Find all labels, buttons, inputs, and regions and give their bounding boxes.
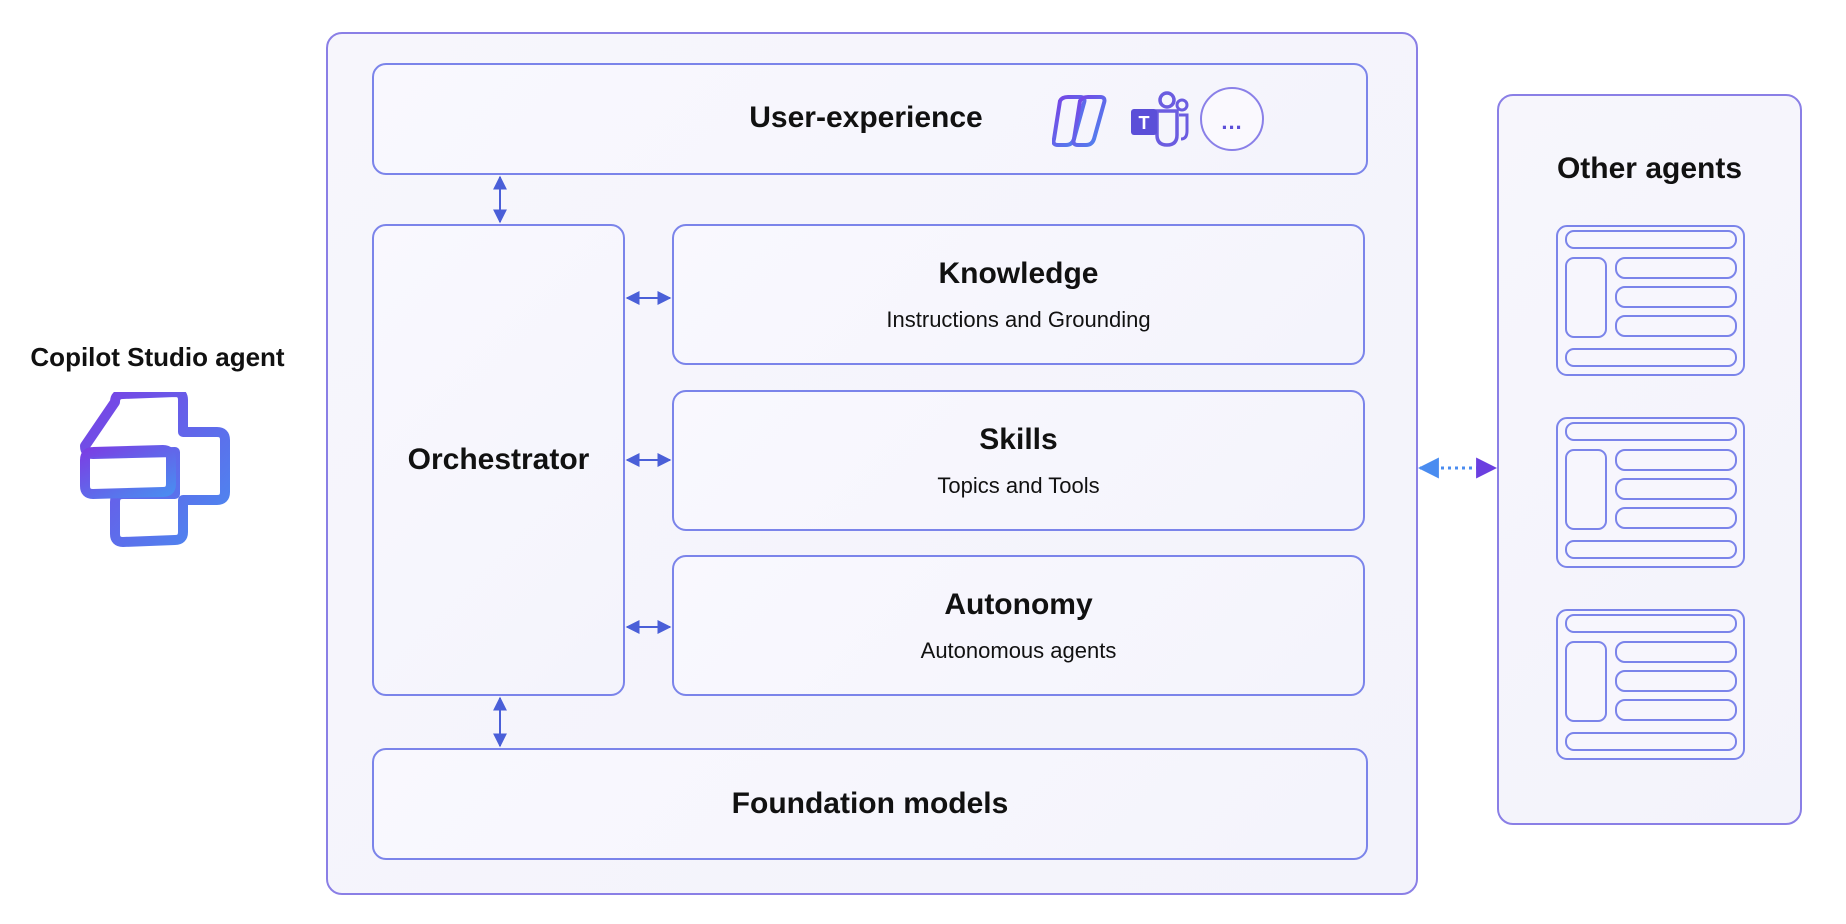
skills-title: Skills xyxy=(979,422,1058,456)
copilot-studio-agent-label: Copilot Studio agent xyxy=(30,342,285,372)
teams-icon: T xyxy=(1129,91,1189,147)
knowledge-box: Knowledge Instructions and Grounding xyxy=(672,224,1365,365)
more-label: ... xyxy=(1221,109,1243,134)
knowledge-title: Knowledge xyxy=(938,256,1099,290)
autonomy-subtitle: Autonomous agents xyxy=(920,637,1117,663)
foundation-models-box: Foundation models xyxy=(372,748,1368,860)
user-experience-box: User-experience T ... xyxy=(372,63,1368,175)
agent-card xyxy=(1556,609,1745,760)
autonomy-title: Autonomy xyxy=(944,587,1093,621)
agent-card xyxy=(1556,417,1745,568)
orchestrator-title: Orchestrator xyxy=(407,443,590,476)
skills-box: Skills Topics and Tools xyxy=(672,390,1365,531)
copilot-icon xyxy=(1051,95,1112,147)
orchestrator-box: Orchestrator xyxy=(372,224,625,696)
other-agents-title: Other agents xyxy=(1556,152,1743,185)
svg-text:T: T xyxy=(1139,113,1150,133)
more-icon: ... xyxy=(1200,87,1264,151)
foundation-models-title: Foundation models xyxy=(731,787,1009,820)
knowledge-subtitle: Instructions and Grounding xyxy=(886,306,1151,332)
agent-card xyxy=(1556,225,1745,376)
autonomy-box: Autonomy Autonomous agents xyxy=(672,555,1365,696)
user-experience-title: User-experience xyxy=(749,101,983,134)
copilot-studio-logo-icon xyxy=(75,387,245,552)
skills-subtitle: Topics and Tools xyxy=(937,472,1100,498)
